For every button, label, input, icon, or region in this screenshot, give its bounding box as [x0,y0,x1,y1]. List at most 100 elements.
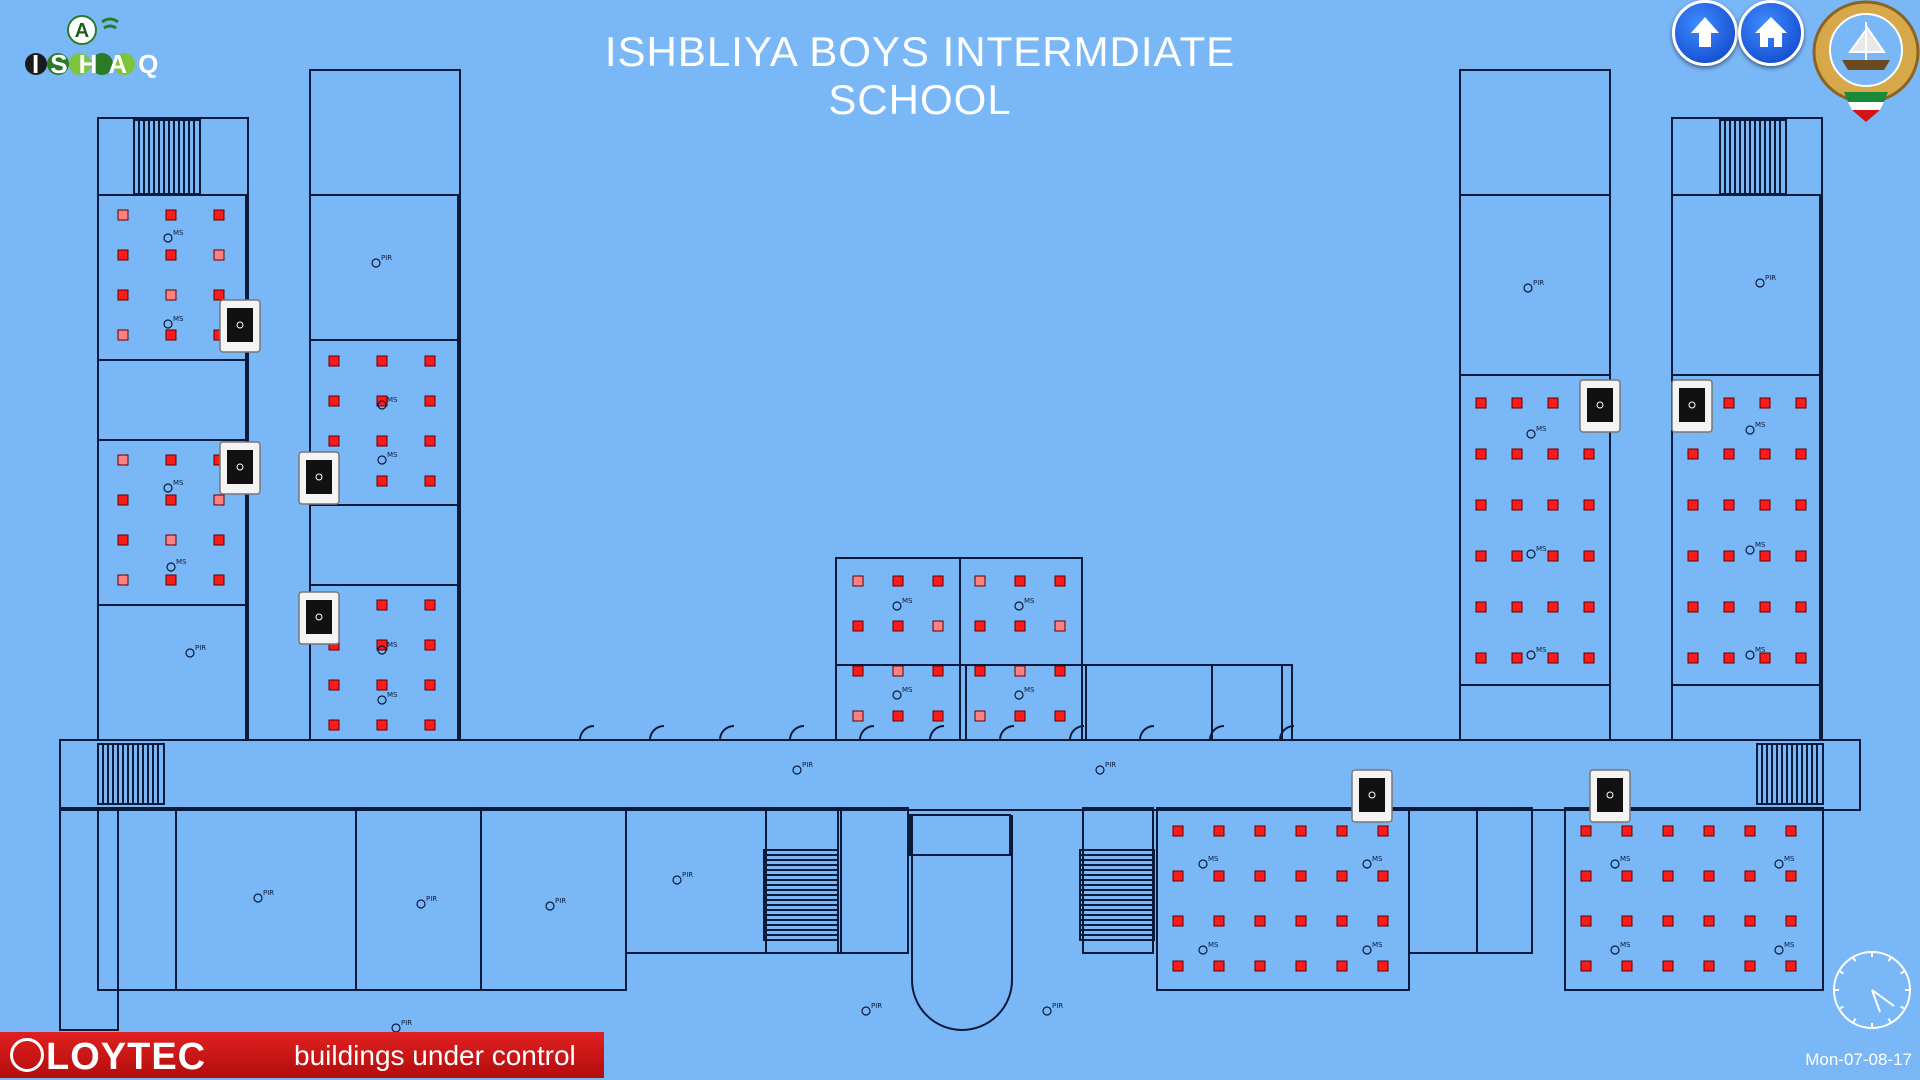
light-fixture[interactable] [852,575,864,587]
up-button[interactable] [1672,0,1738,66]
motion-sensor[interactable]: MS [163,479,184,493]
light-fixture[interactable] [424,395,436,407]
light-fixture[interactable] [1583,550,1595,562]
light-fixture[interactable] [1795,652,1807,664]
light-fixture[interactable] [1583,652,1595,664]
light-fixture[interactable] [932,620,944,632]
light-fixture[interactable] [117,574,129,586]
motion-sensor[interactable]: MS [1526,545,1547,559]
light-fixture[interactable] [1759,448,1771,460]
light-fixture[interactable] [165,454,177,466]
light-fixture[interactable] [376,639,388,651]
motion-sensor[interactable]: MS [1745,541,1766,555]
light-fixture[interactable] [213,249,225,261]
light-fixture[interactable] [1580,825,1592,837]
motion-sensor[interactable]: MS [1774,855,1795,869]
light-fixture[interactable] [424,599,436,611]
light-fixture[interactable] [1759,652,1771,664]
motion-sensor[interactable]: MS [1610,941,1631,955]
light-fixture[interactable] [165,249,177,261]
pir-sensor[interactable]: PIR [253,889,274,903]
pir-sensor[interactable]: PIR [416,895,437,909]
pir-sensor[interactable]: PIR [1042,1002,1063,1016]
light-fixture[interactable] [1583,499,1595,511]
pir-sensor[interactable]: PIR [185,644,206,658]
light-fixture[interactable] [1580,960,1592,972]
light-fixture[interactable] [1475,397,1487,409]
motion-sensor[interactable]: MS [1014,686,1035,700]
light-fixture[interactable] [1475,499,1487,511]
light-fixture[interactable] [117,534,129,546]
light-fixture[interactable] [1759,499,1771,511]
light-fixture[interactable] [1785,915,1797,927]
light-fixture[interactable] [424,475,436,487]
motion-sensor[interactable]: MS [1362,941,1383,955]
room-control-panel[interactable] [1579,379,1621,433]
motion-sensor[interactable]: MS [377,396,398,410]
light-fixture[interactable] [932,710,944,722]
light-fixture[interactable] [1662,825,1674,837]
light-fixture[interactable] [1621,960,1633,972]
light-fixture[interactable] [892,620,904,632]
motion-sensor[interactable]: MS [377,691,398,705]
light-fixture[interactable] [1580,915,1592,927]
light-fixture[interactable] [1054,665,1066,677]
pir-sensor[interactable]: PIR [672,871,693,885]
light-fixture[interactable] [892,665,904,677]
light-fixture[interactable] [1759,550,1771,562]
light-fixture[interactable] [1795,448,1807,460]
light-fixture[interactable] [1172,870,1184,882]
light-fixture[interactable] [1475,448,1487,460]
light-fixture[interactable] [213,534,225,546]
light-fixture[interactable] [1172,915,1184,927]
light-fixture[interactable] [1336,870,1348,882]
light-fixture[interactable] [1621,870,1633,882]
light-fixture[interactable] [1213,960,1225,972]
light-fixture[interactable] [1703,960,1715,972]
motion-sensor[interactable]: MS [1745,421,1766,435]
motion-sensor[interactable]: MS [163,315,184,329]
light-fixture[interactable] [1547,448,1559,460]
light-fixture[interactable] [852,620,864,632]
light-fixture[interactable] [117,249,129,261]
light-fixture[interactable] [1254,960,1266,972]
room-control-panel[interactable] [1589,769,1631,823]
light-fixture[interactable] [1795,550,1807,562]
light-fixture[interactable] [376,679,388,691]
light-fixture[interactable] [376,719,388,731]
light-fixture[interactable] [1014,710,1026,722]
light-fixture[interactable] [1687,448,1699,460]
light-fixture[interactable] [1723,397,1735,409]
home-button[interactable] [1738,0,1804,66]
light-fixture[interactable] [424,719,436,731]
light-fixture[interactable] [1254,870,1266,882]
light-fixture[interactable] [424,679,436,691]
light-fixture[interactable] [165,494,177,506]
light-fixture[interactable] [932,575,944,587]
room-control-panel[interactable] [1671,379,1713,433]
light-fixture[interactable] [1377,915,1389,927]
light-fixture[interactable] [974,575,986,587]
room-control-panel[interactable] [219,299,261,353]
light-fixture[interactable] [165,534,177,546]
light-fixture[interactable] [1547,601,1559,613]
light-fixture[interactable] [1687,601,1699,613]
light-fixture[interactable] [213,494,225,506]
room-control-panel[interactable] [298,451,340,505]
light-fixture[interactable] [1662,960,1674,972]
light-fixture[interactable] [1377,870,1389,882]
light-fixture[interactable] [1580,870,1592,882]
motion-sensor[interactable]: MS [1526,646,1547,660]
light-fixture[interactable] [974,620,986,632]
light-fixture[interactable] [328,395,340,407]
motion-sensor[interactable]: MS [166,558,187,572]
light-fixture[interactable] [213,209,225,221]
light-fixture[interactable] [892,575,904,587]
motion-sensor[interactable]: MS [163,229,184,243]
motion-sensor[interactable]: MS [1014,597,1035,611]
pir-sensor[interactable]: PIR [391,1019,412,1033]
light-fixture[interactable] [1687,550,1699,562]
light-fixture[interactable] [1295,915,1307,927]
light-fixture[interactable] [1723,550,1735,562]
light-fixture[interactable] [1054,620,1066,632]
